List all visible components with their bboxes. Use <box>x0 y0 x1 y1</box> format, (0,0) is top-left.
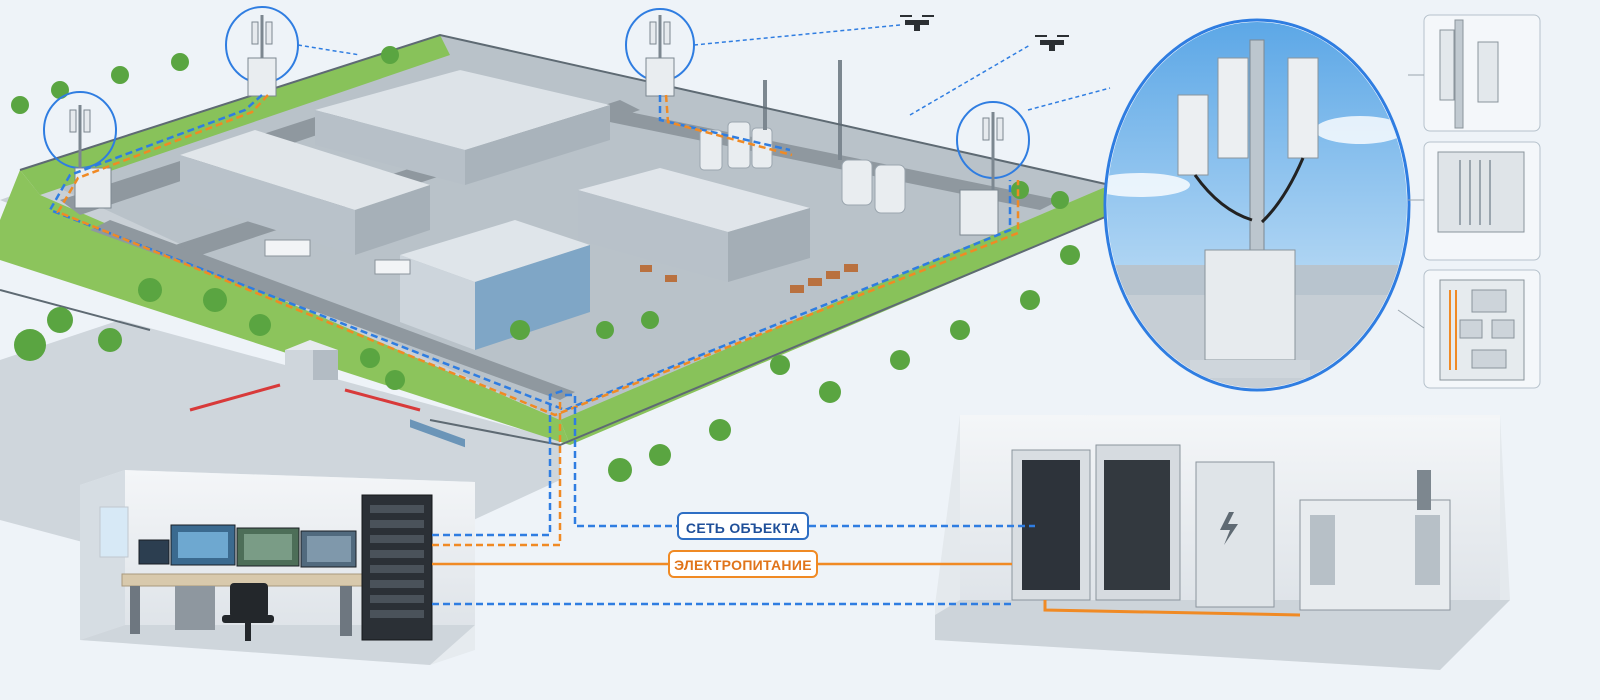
site-power-cable <box>56 94 1020 417</box>
drone-icon <box>1035 35 1069 51</box>
monitor-wall <box>138 524 357 568</box>
power-cabinet <box>1195 461 1275 608</box>
equipment-server-rack <box>1011 444 1181 601</box>
power-line-upper <box>432 400 562 547</box>
power-label: ЭЛЕКТРОПИТАНИЕ <box>668 550 818 578</box>
trees <box>11 46 1080 482</box>
site-network-cable <box>48 94 1012 412</box>
tower-callouts <box>43 6 1111 236</box>
lightning-bolt-icon <box>1220 512 1238 545</box>
network-link-lines <box>432 388 1035 606</box>
site-cable-runs <box>48 94 1020 417</box>
containers <box>640 264 858 293</box>
trucks <box>264 239 411 275</box>
equipment-room <box>935 415 1510 670</box>
cell-tower-icon <box>43 91 117 209</box>
warehouse-back <box>315 70 610 185</box>
warehouse-left <box>180 130 430 255</box>
generator <box>1299 470 1451 611</box>
network-line-to-label <box>565 393 677 528</box>
office-chair <box>222 583 274 641</box>
drone-icon <box>900 15 934 31</box>
control-server-rack <box>361 494 433 641</box>
cell-tower-icon <box>956 101 1030 236</box>
control-room <box>80 470 475 665</box>
warehouse-middle <box>578 168 810 282</box>
tower-equipment-callout <box>1103 14 1541 392</box>
network-label: СЕТЬ ОБЪЕКТА <box>677 512 809 540</box>
office-building <box>400 220 590 448</box>
network-line-upper <box>432 388 566 537</box>
perimeter-fence <box>0 33 1111 447</box>
equipment-thumbnails <box>1397 14 1541 389</box>
gatehouse <box>189 340 421 412</box>
